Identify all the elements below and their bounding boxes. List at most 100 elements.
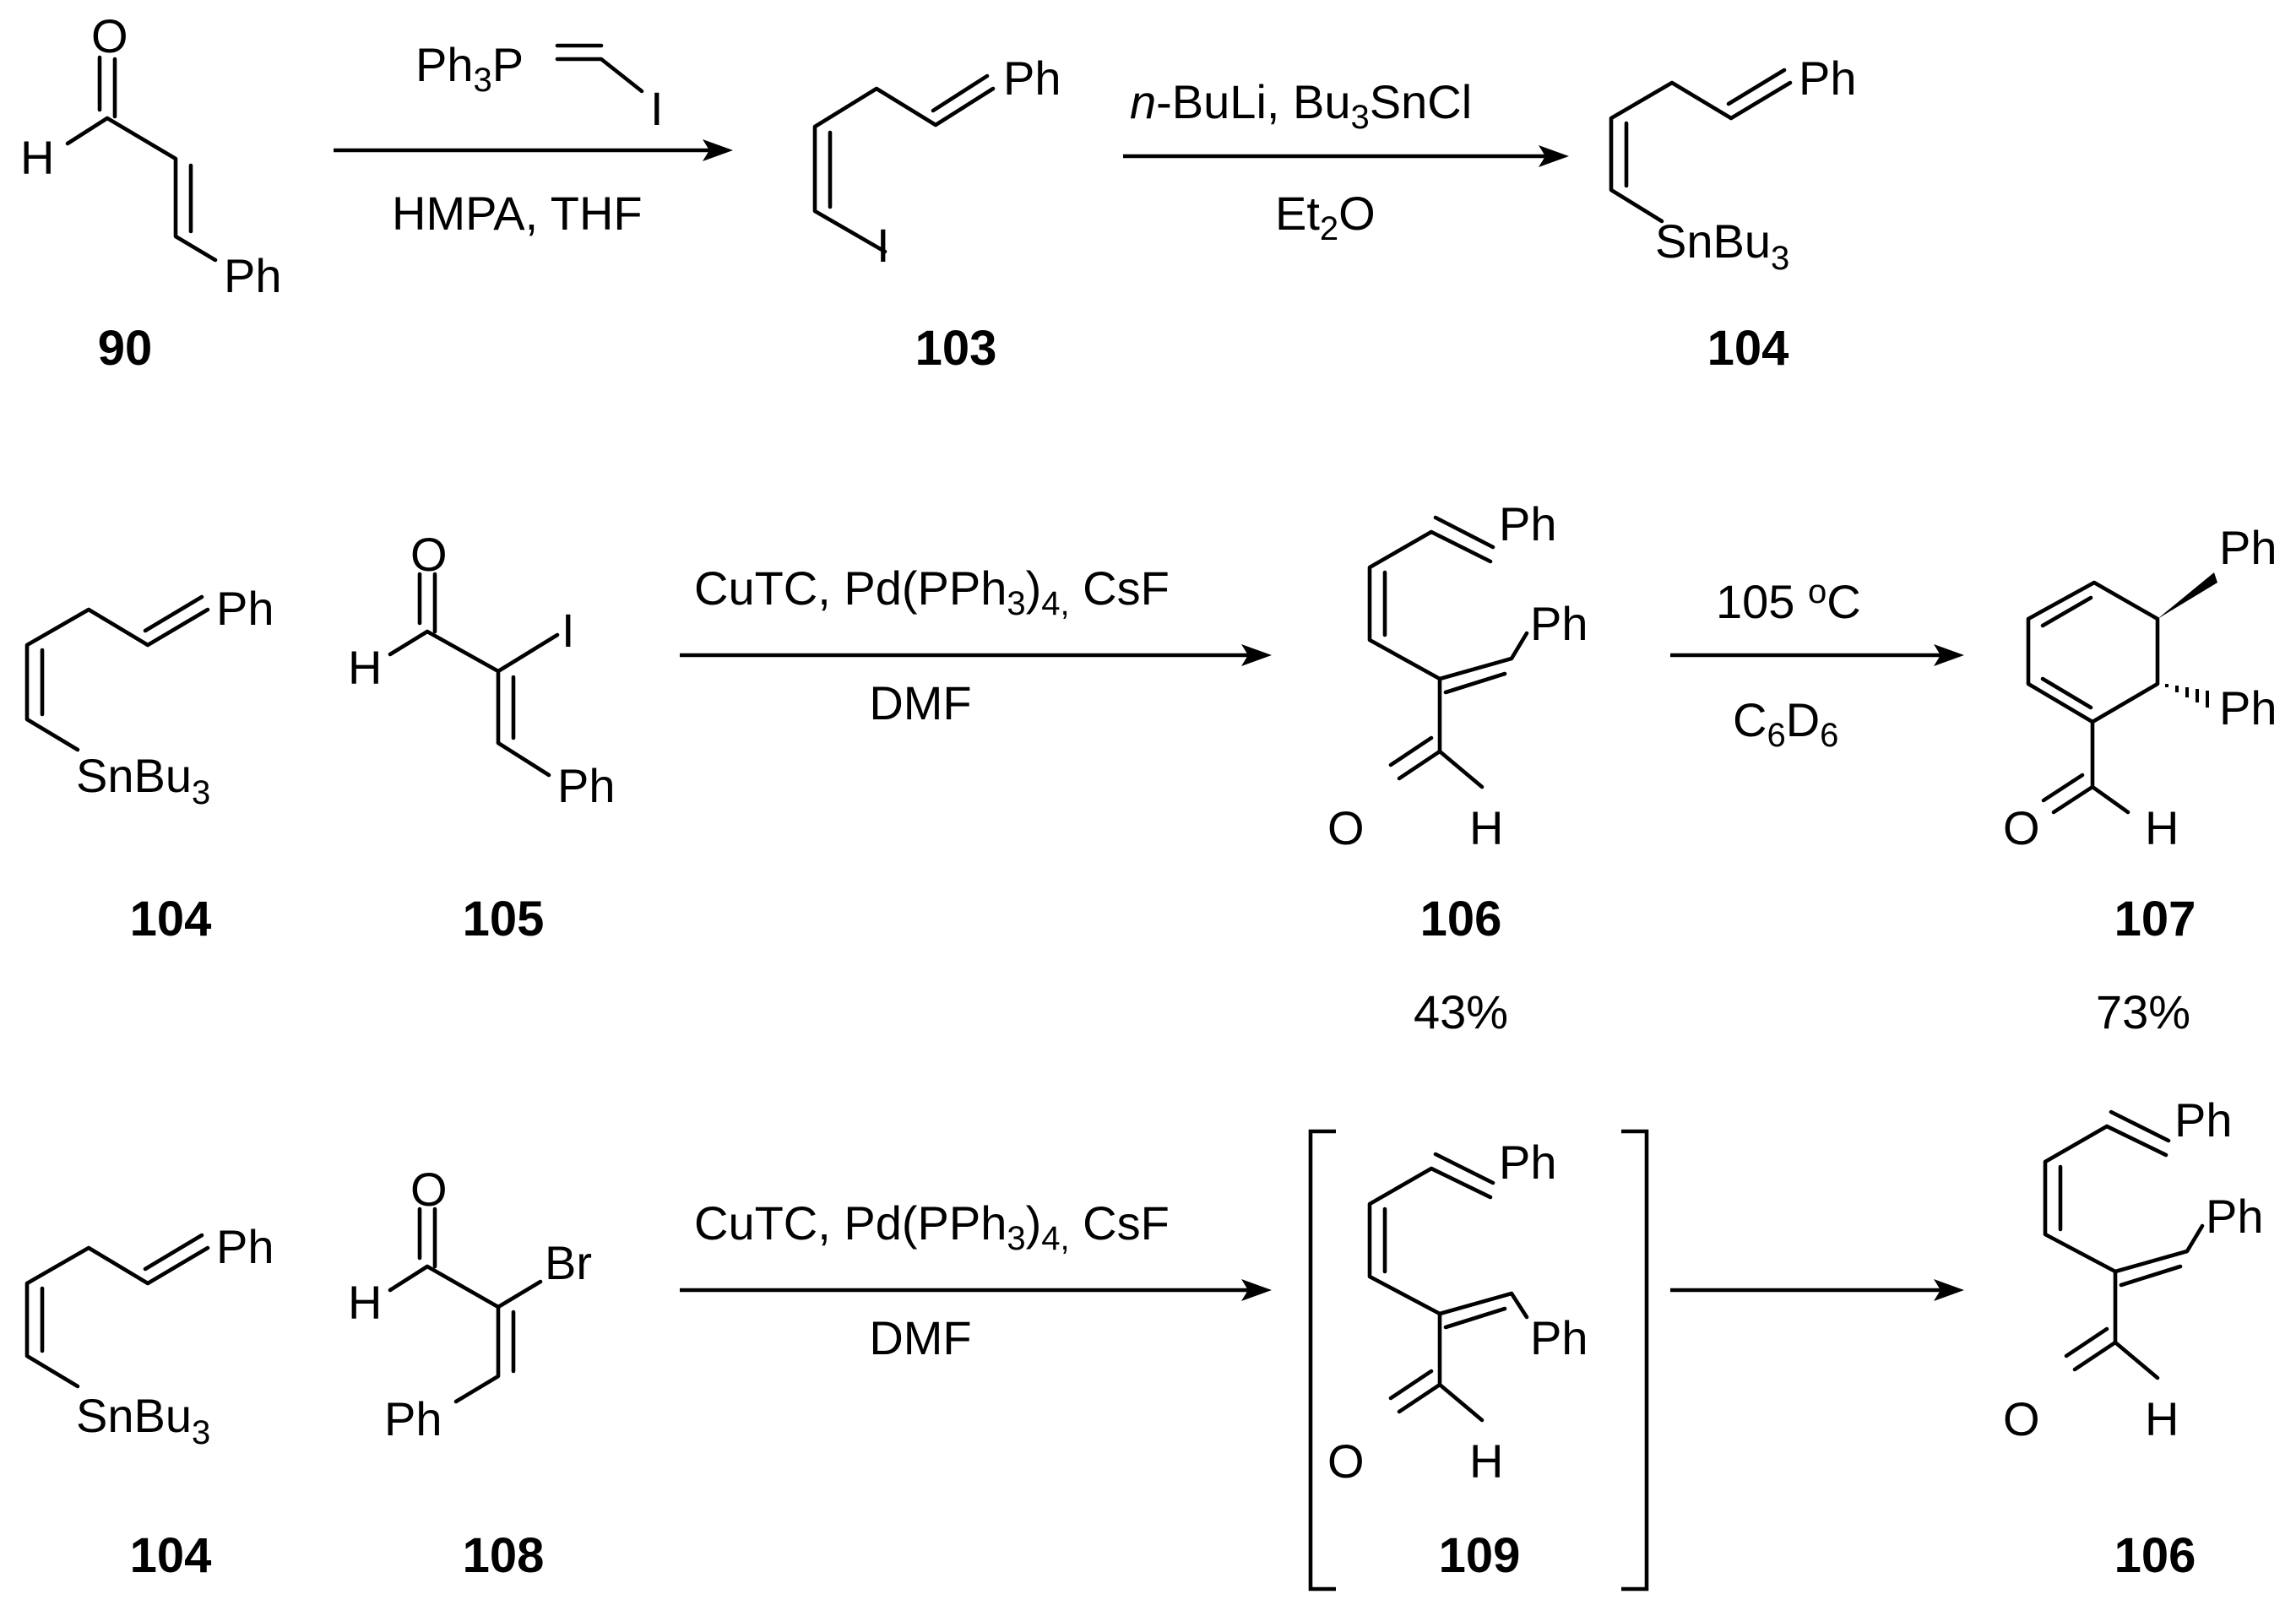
- reaction-arrow-5: CuTC, Pd(PPh3)4, CsF DMF: [680, 1196, 1272, 1364]
- compound-103: Ph I 103: [812, 52, 1061, 376]
- reagent-cutc-pd-csf: CuTC, Pd(PPh3)4, CsF: [694, 561, 1170, 622]
- tributylstannyl-label: SnBu3: [1655, 214, 1789, 277]
- reagent-ylide: Ph3P: [415, 38, 524, 99]
- compound-label-104: 104: [130, 1528, 212, 1583]
- bond: [1397, 749, 1442, 781]
- compound-108: O H Br Ph 108: [348, 1163, 592, 1583]
- phenyl-label: Ph: [2206, 1190, 2264, 1243]
- hydrogen-atom: H: [348, 1276, 382, 1329]
- yield-106: 43%: [1414, 985, 1508, 1038]
- compound-label-109: 109: [1439, 1528, 1521, 1583]
- phenyl-label: Ph: [216, 1220, 274, 1273]
- phenyl-label: Ph: [1799, 52, 1857, 105]
- oxygen-atom: O: [2003, 801, 2040, 854]
- arrow-head: [703, 139, 733, 161]
- oxygen-atom: O: [1327, 801, 1365, 854]
- compound-106: Ph Ph O H 106 43%: [1327, 497, 1588, 1038]
- bond: [1609, 80, 1793, 224]
- hydrogen-atom: H: [348, 641, 382, 694]
- reaction-arrow-1: Ph3P I HMPA, THF: [334, 38, 733, 240]
- phenyl-label: Ph: [1003, 52, 1061, 105]
- solvent-et2o: Et2O: [1275, 187, 1376, 247]
- hydrogen-atom: H: [1469, 1434, 1503, 1488]
- hydrogen-atom: H: [1469, 801, 1503, 854]
- bond: [2072, 1340, 2118, 1372]
- reaction-arrow-4: 105 oC C6D6: [1670, 573, 1964, 754]
- bond: [1388, 735, 1434, 767]
- bond: [24, 1245, 210, 1389]
- temperature-105c: 105 oC: [1716, 573, 1861, 628]
- yield-107: 73%: [2096, 985, 2190, 1038]
- bond: [2113, 1223, 2205, 1274]
- compound-104: Ph SnBu3 104: [24, 1220, 274, 1583]
- compound-90: O H Ph 90: [20, 9, 282, 376]
- compound-label-104: 104: [1707, 321, 1789, 376]
- solvent-dmf: DMF: [869, 676, 971, 729]
- compound-label-108: 108: [463, 1528, 545, 1583]
- bromine-atom: Br: [545, 1236, 592, 1289]
- phenyl-label: Ph: [1530, 1311, 1588, 1364]
- bond: [388, 1264, 543, 1310]
- phenyl-label: Ph: [1499, 1136, 1557, 1189]
- phenyl-label: Ph: [216, 582, 274, 635]
- reagent-cutc-pd-csf: CuTC, Pd(PPh3)4, CsF: [694, 1196, 1170, 1257]
- phenyl-label: Ph: [2174, 1093, 2233, 1147]
- hydrogen-atom: H: [2145, 801, 2179, 854]
- bond: [2051, 784, 2095, 815]
- reaction-arrow-2: n-BuLi, Bu3SnCl Et2O: [1123, 75, 1569, 247]
- bond: [65, 116, 218, 263]
- hydrogen-atom: H: [2145, 1392, 2179, 1445]
- oxygen-atom: O: [91, 9, 128, 62]
- bond: [1433, 515, 1495, 550]
- compound-label-106: 106: [1420, 892, 1502, 946]
- bond: [1437, 631, 1529, 681]
- compound-label-103: 103: [915, 321, 997, 376]
- bond: [2119, 1264, 2183, 1288]
- compound-label-104: 104: [130, 892, 212, 946]
- phenyl-label: Ph: [2219, 681, 2277, 735]
- bond: [2109, 1109, 2171, 1143]
- bond: [1367, 529, 1493, 789]
- phenyl-label: Ph: [557, 759, 616, 812]
- solvent-c6d6: C6D6: [1733, 693, 1838, 754]
- compound-109: Ph Ph O H 109: [1308, 1129, 1649, 1592]
- bond: [2090, 719, 2130, 815]
- bond: [1726, 68, 1787, 106]
- bond: [143, 1233, 204, 1272]
- hashed-bond: [2165, 684, 2209, 708]
- compound-label-90: 90: [98, 321, 153, 376]
- oxygen-atom: O: [1327, 1434, 1365, 1488]
- compound-label-105: 105: [463, 892, 545, 946]
- phenyl-label: Ph: [224, 249, 282, 302]
- oxygen-atom: O: [410, 1163, 448, 1216]
- ylide-iodine: I: [650, 82, 664, 135]
- bond: [1397, 1382, 1442, 1414]
- phenyl-label: Ph: [2219, 521, 2277, 574]
- bond: [812, 86, 996, 254]
- bond: [2041, 773, 2085, 803]
- reaction-arrow-3: CuTC, Pd(PPh3)4, CsF DMF: [680, 561, 1272, 729]
- bond: [143, 594, 204, 633]
- bond: [2040, 595, 2093, 628]
- arrow-head: [1934, 1279, 1964, 1301]
- bracket-left: [1308, 1129, 1336, 1592]
- arrow-head: [1539, 145, 1569, 167]
- bond: [1443, 671, 1507, 695]
- compound-105: O H I Ph 105: [348, 528, 616, 946]
- bond: [24, 607, 210, 752]
- bond: [2064, 1326, 2109, 1358]
- bond: [2026, 580, 2160, 724]
- phenyl-label: Ph: [1499, 497, 1557, 550]
- compound-104: Ph SnBu3 104: [24, 582, 274, 946]
- oxygen-atom: O: [410, 528, 448, 581]
- bond: [2040, 676, 2093, 710]
- ylide-double-bond: [555, 57, 644, 94]
- reagent-buli-bu3sncl: n-BuLi, Bu3SnCl: [1130, 75, 1472, 136]
- arrow-head: [1241, 1279, 1272, 1301]
- bond: [388, 629, 560, 674]
- tributylstannyl-label: SnBu3: [76, 749, 210, 811]
- reaction-arrow-6: [1670, 1279, 1964, 1301]
- phenyl-label: Ph: [1530, 597, 1588, 650]
- bond: [496, 669, 551, 778]
